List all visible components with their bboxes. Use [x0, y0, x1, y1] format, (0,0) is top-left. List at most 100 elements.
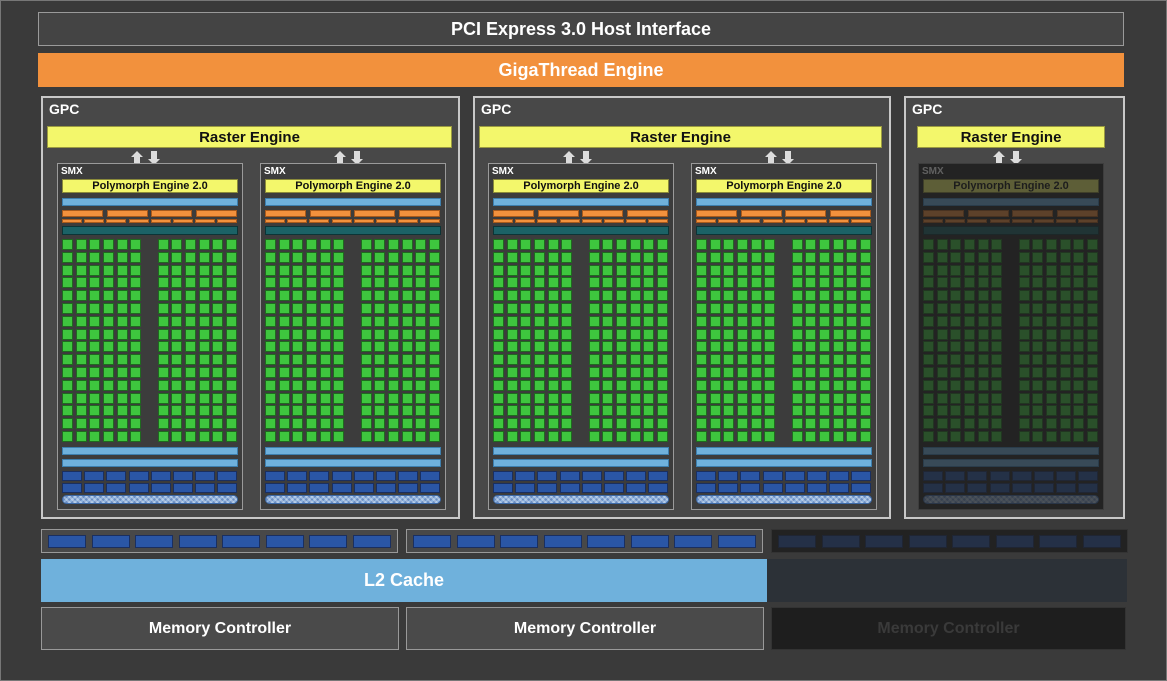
cuda-core	[157, 328, 169, 340]
cuda-core	[750, 315, 762, 327]
cuda-core	[401, 418, 413, 430]
texture-unit	[696, 483, 716, 493]
warp-scheduler	[1012, 210, 1053, 217]
cuda-core	[547, 392, 559, 404]
cuda-core	[764, 392, 776, 404]
cuda-core	[305, 418, 317, 430]
cuda-core	[265, 277, 276, 289]
cuda-core	[157, 379, 169, 391]
cuda-core	[1086, 341, 1098, 353]
l2-cache-disabled-region	[767, 559, 1127, 602]
cuda-core	[963, 379, 975, 391]
cuda-core	[615, 315, 627, 327]
cuda-core	[533, 315, 545, 327]
cuda-core	[225, 341, 237, 353]
cuda-core	[212, 405, 224, 417]
cuda-core	[198, 264, 210, 276]
cuda-core	[656, 315, 668, 327]
texture-unit	[581, 483, 602, 493]
cuda-core	[764, 328, 776, 340]
warp-scheduler	[493, 210, 534, 217]
cuda-core	[305, 354, 317, 366]
cuda-core	[278, 251, 290, 263]
dispatch-unit	[62, 219, 82, 223]
cuda-core	[506, 431, 518, 442]
cuda-core	[1086, 251, 1098, 263]
cuda-core	[923, 264, 934, 276]
raster-engine: Raster Engine	[917, 126, 1105, 148]
cuda-core	[615, 341, 627, 353]
register-file	[923, 226, 1099, 235]
cuda-core	[936, 239, 948, 250]
cuda-core	[923, 315, 934, 327]
memory-interface-block	[995, 535, 1034, 548]
cuda-core	[305, 341, 317, 353]
cuda-core	[805, 239, 817, 250]
cuda-core	[116, 392, 128, 404]
texture-unit	[376, 483, 396, 493]
cuda-core	[950, 264, 962, 276]
cuda-core	[950, 405, 962, 417]
cuda-core	[963, 392, 975, 404]
cuda-core	[750, 341, 762, 353]
cuda-core	[561, 277, 573, 289]
cuda-core	[791, 264, 803, 276]
cuda-core	[950, 431, 962, 442]
cuda-core	[1032, 290, 1044, 302]
cuda-core	[1032, 431, 1044, 442]
cuda-core	[102, 418, 114, 430]
cuda-core	[547, 277, 559, 289]
cuda-core	[184, 264, 196, 276]
cuda-core	[198, 379, 210, 391]
dispatch-unit	[648, 219, 669, 223]
cuda-core	[198, 354, 210, 366]
cuda-core	[629, 367, 641, 378]
cuda-core	[832, 418, 844, 430]
cuda-core	[520, 303, 532, 314]
cuda-core	[171, 239, 183, 250]
cuda-core	[818, 405, 830, 417]
cuda-core	[991, 367, 1003, 378]
cuda-core	[696, 405, 707, 417]
cuda-core	[493, 328, 504, 340]
cuda-core	[602, 290, 614, 302]
dispatch-unit	[309, 219, 330, 223]
shared-memory-l1-cache	[493, 459, 669, 467]
cuda-core	[171, 354, 183, 366]
cuda-core	[950, 315, 962, 327]
cuda-core	[319, 264, 331, 276]
cuda-core	[401, 239, 413, 250]
register-file	[265, 226, 441, 235]
cuda-core	[736, 251, 748, 263]
cuda-core	[89, 379, 101, 391]
cuda-core	[75, 392, 87, 404]
cuda-core	[1059, 367, 1071, 378]
cuda-core	[130, 431, 142, 442]
cuda-core	[818, 379, 830, 391]
cuda-core	[709, 290, 721, 302]
dispatch-unit	[740, 219, 761, 223]
cuda-core	[520, 379, 532, 391]
cuda-core	[278, 379, 290, 391]
cuda-core	[991, 264, 1003, 276]
cuda-core	[102, 277, 114, 289]
cuda-core	[1086, 303, 1098, 314]
cuda-core	[374, 239, 386, 250]
cuda-core	[846, 431, 858, 442]
cuda-core	[709, 392, 721, 404]
cuda-core	[602, 264, 614, 276]
cuda-core	[1032, 354, 1044, 366]
polymorph-engine: Polymorph Engine 2.0	[62, 179, 238, 193]
cuda-core	[846, 277, 858, 289]
cuda-core	[1059, 341, 1071, 353]
cuda-core	[602, 431, 614, 442]
cuda-core	[278, 315, 290, 327]
shared-memory-l1-cache	[696, 459, 872, 467]
cuda-core	[1045, 290, 1057, 302]
cuda-core	[1059, 277, 1071, 289]
texture-unit	[128, 471, 149, 481]
cuda-core	[428, 431, 440, 442]
cuda-core	[225, 405, 237, 417]
cuda-core	[1018, 405, 1030, 417]
cuda-core	[643, 264, 655, 276]
